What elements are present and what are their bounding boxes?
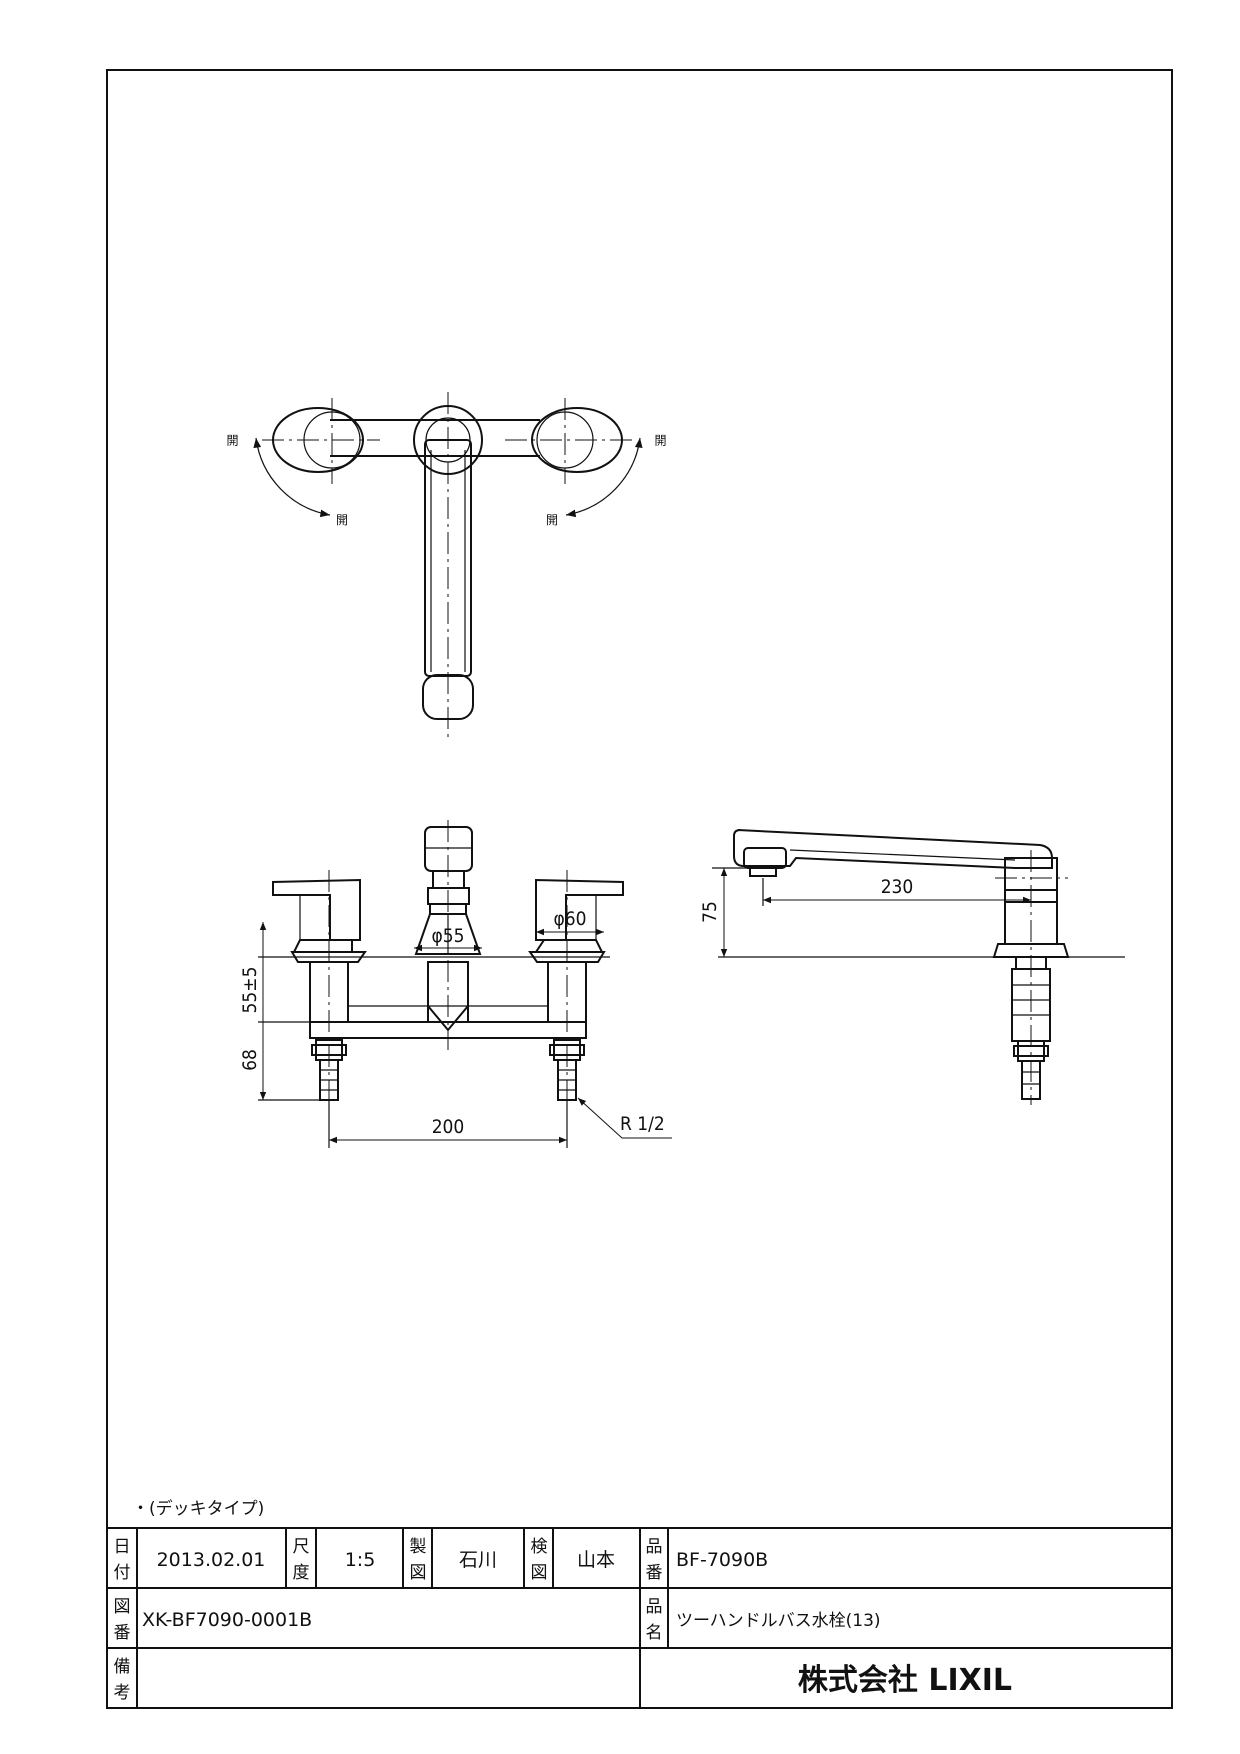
product-name-label-2: 名 [646,1623,663,1643]
date-value: 2013.02.01 [157,1549,266,1571]
scale-label-2: 度 [293,1563,310,1583]
title-block: 日 付 2013.02.01 尺 度 1:5 製 図 石川 検 図 山本 品 番… [107,1527,1172,1708]
dim-230: 230 [881,876,914,898]
part-no-label-2: 番 [646,1563,663,1583]
drawing-no: XK-BF7090-0001B [142,1609,312,1631]
drawn-by: 石川 [459,1549,497,1571]
scale-label: 尺 [293,1537,310,1557]
part-no: BF-7090B [676,1549,768,1571]
dim-phi60: φ60 [553,908,586,930]
drawn-label-2: 図 [410,1563,427,1583]
drawing-no-label: 図 [114,1597,131,1617]
dim-75: 75 [699,901,721,923]
date-label-2: 付 [114,1563,131,1583]
dim-55-5: 55±5 [239,967,261,1014]
deck-type-note: ・(デッキタイプ) [132,1498,264,1519]
company-logo: 株式会社 LIXIL [798,1663,1012,1698]
remarks-label: 備 [114,1657,131,1677]
open-label-left-bottom: 開 [336,513,348,527]
drawn-label: 製 [410,1537,427,1557]
checked-by: 山本 [577,1549,615,1571]
open-label-right-top: 開 [653,434,667,446]
part-no-label: 品 [646,1537,663,1557]
side-view: 75 230 [699,829,1125,1105]
drawing-no-label-2: 番 [114,1623,131,1643]
open-label-right-bottom: 開 [546,513,558,527]
product-name: ツーハンドルバス水栓(13) [676,1611,881,1631]
spout-arm-side [733,829,1053,869]
remarks-label-2: 考 [114,1683,131,1703]
dim-68: 68 [239,1049,261,1071]
dim-200: 200 [432,1116,465,1138]
scale-value: 1:5 [345,1549,376,1571]
open-label-left-top: 開 [225,434,239,446]
date-label: 日 [114,1537,131,1557]
top-view: 開 開 開 開 [225,392,667,742]
checked-label: 検 [531,1537,548,1557]
left-handle-front [272,878,361,941]
dim-thread: R 1/2 [620,1113,665,1135]
dim-phi55: φ55 [431,925,464,947]
checked-label-2: 図 [531,1563,548,1583]
front-view: 55±5 68 φ55 φ60 200 R 1/2 [239,820,672,1148]
product-name-label: 品 [646,1597,663,1617]
